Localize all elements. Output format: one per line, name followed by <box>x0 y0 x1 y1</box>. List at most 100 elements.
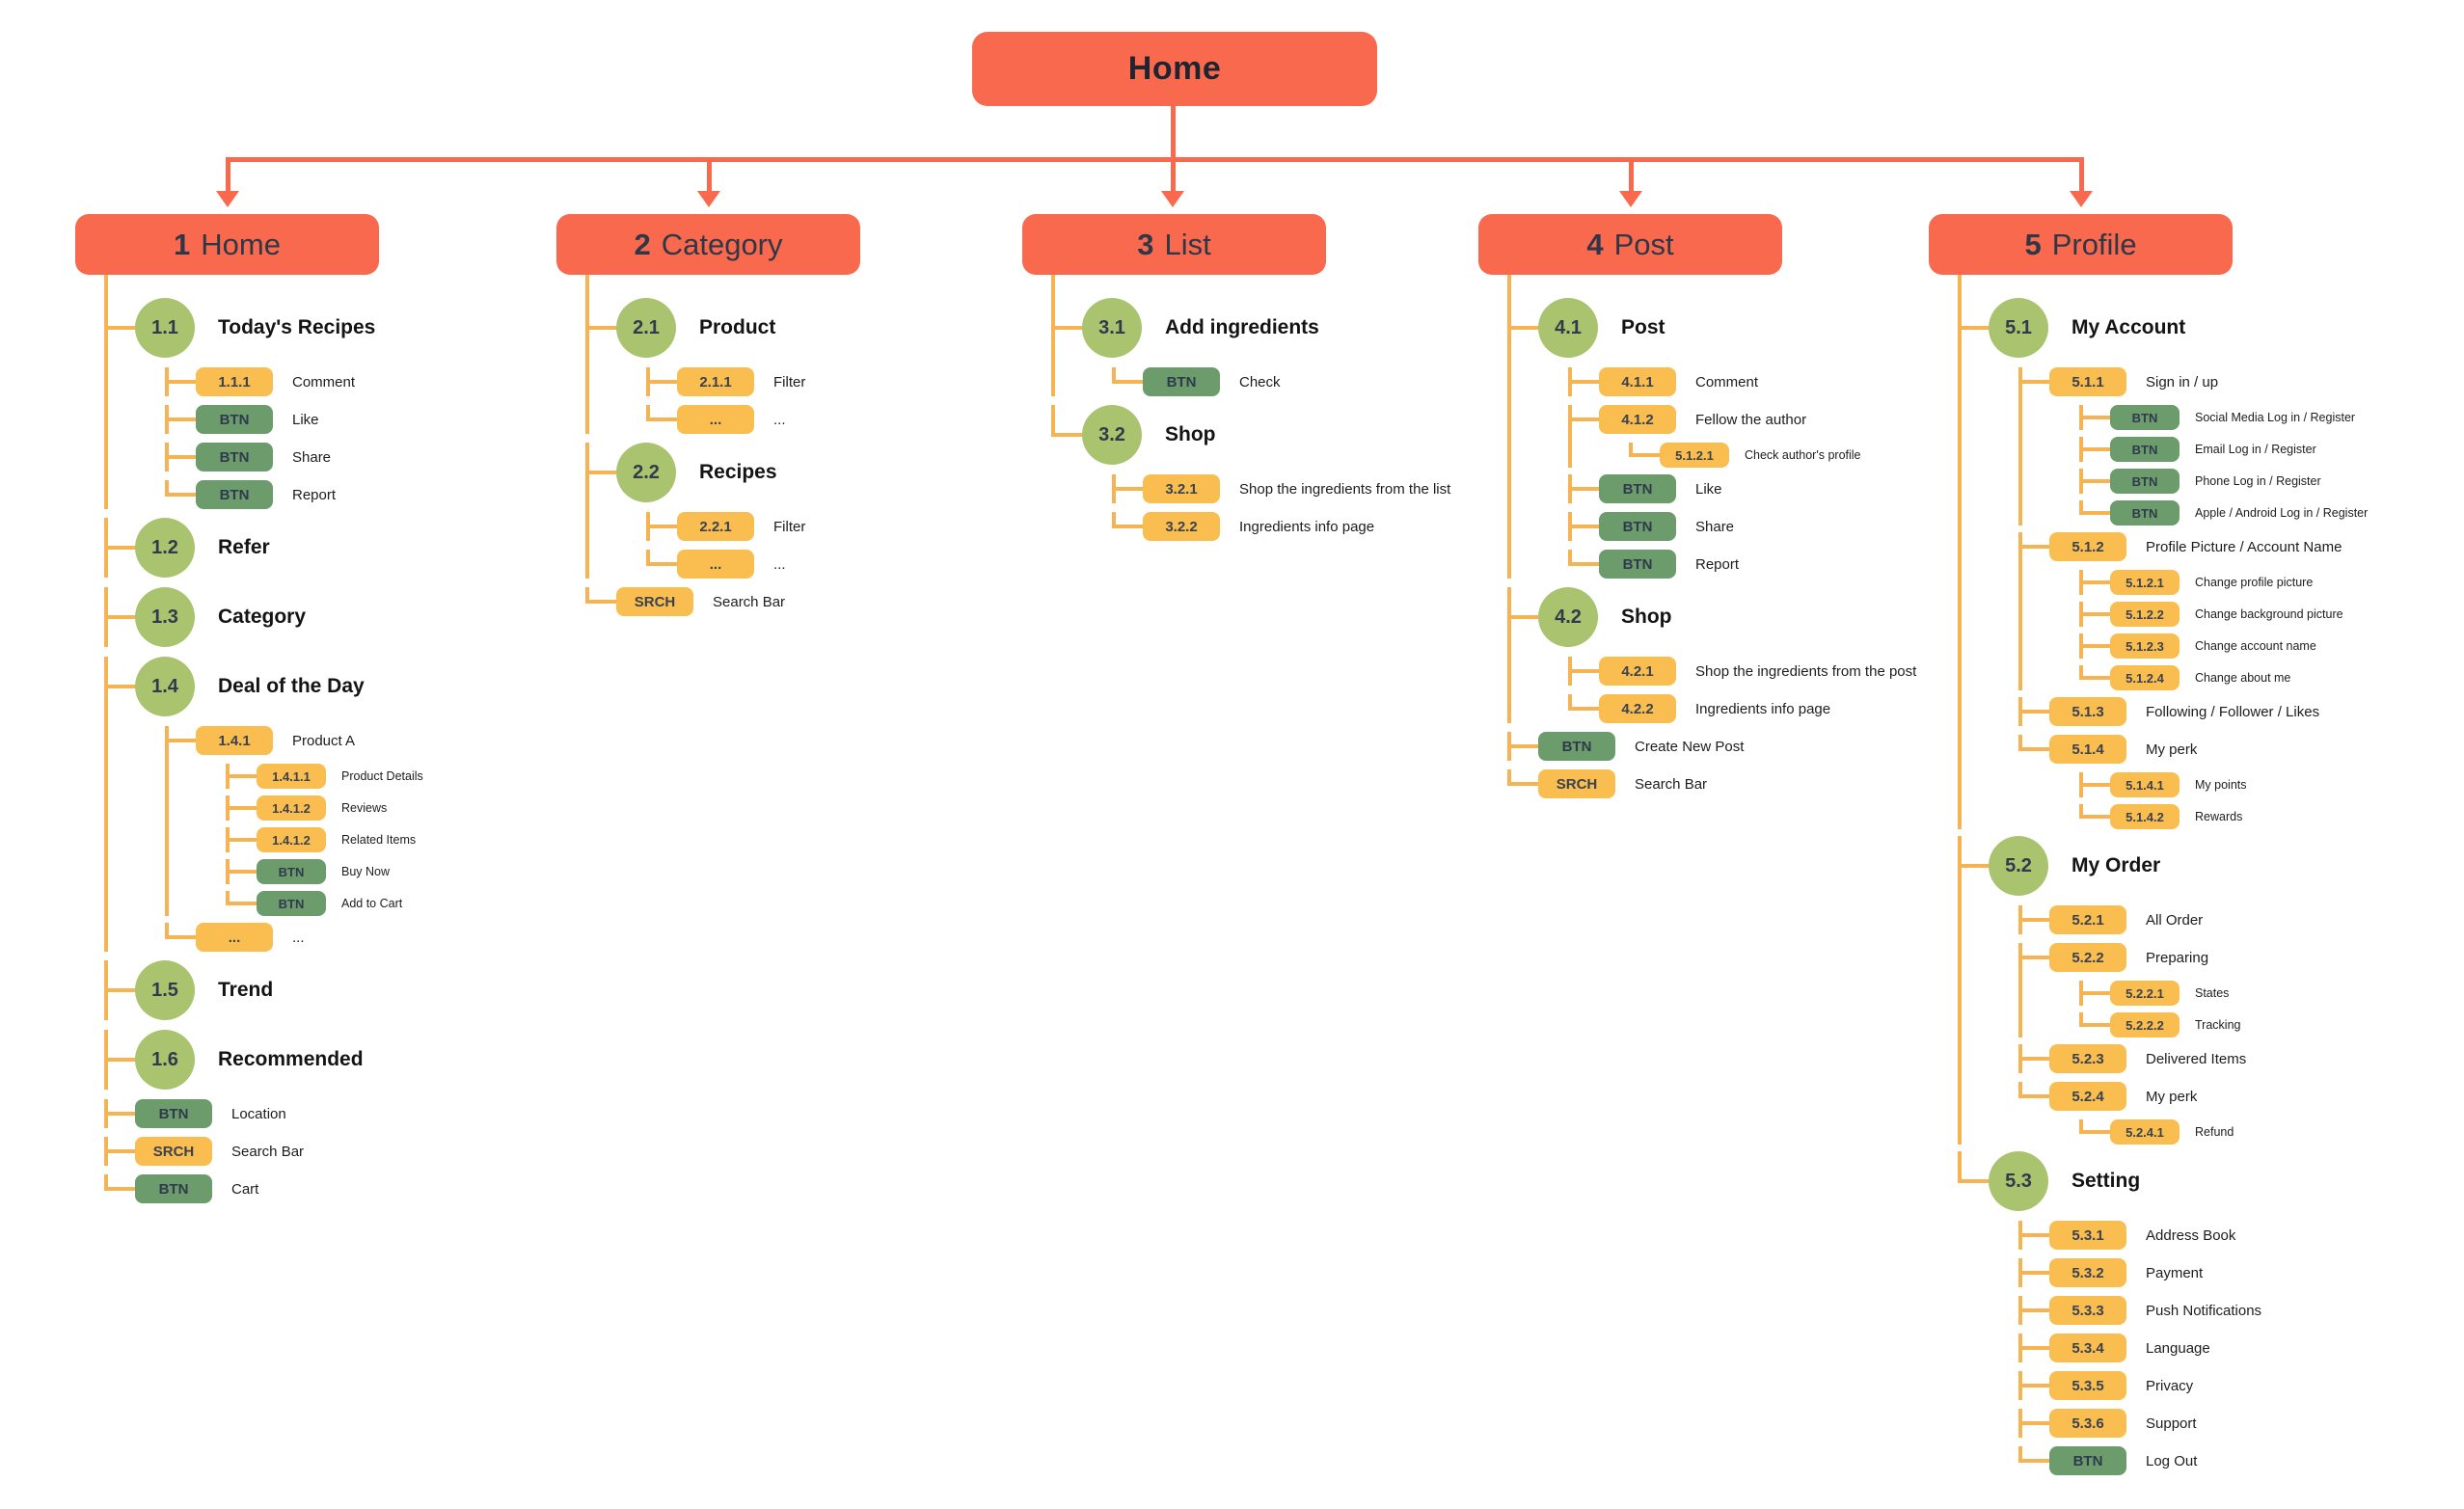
tree-node-label: ... <box>292 929 305 946</box>
tree-node-label: Add to Cart <box>341 897 403 910</box>
tree-node-label: Change profile picture <box>2195 576 2314 589</box>
tree-node-label: Today's Recipes <box>218 316 376 338</box>
page-id-badge: 5.1.2.1 <box>1660 443 1729 468</box>
connector-drop-category <box>707 157 712 193</box>
tree-node-label: Product <box>699 316 776 338</box>
section-number-badge: 5.1 <box>1989 298 2048 358</box>
tree-node-label: My Account <box>2071 316 2186 338</box>
branch-number: 4 <box>1586 227 1604 261</box>
tree-node-label: Deal of the Day <box>218 675 365 697</box>
button-badge: BTN <box>1143 367 1220 396</box>
page-id-badge: 5.1.1 <box>2049 367 2126 396</box>
tree-node-label: Category <box>218 606 307 628</box>
page-id-badge: 5.2.4 <box>2049 1082 2126 1111</box>
tree-node-label: Ingredients info page <box>1239 518 1375 535</box>
section-number-badge: 1.2 <box>135 518 195 578</box>
page-id-badge: 5.1.2.2 <box>2110 602 2180 627</box>
connector-drop-post <box>1629 157 1634 193</box>
tree-node-label: Shop the ingredients from the list <box>1239 480 1451 498</box>
tree-node-label: All Order <box>2146 911 2204 929</box>
tree-node-label: My perk <box>2146 741 2198 758</box>
page-id-badge: 5.1.4.2 <box>2110 804 2180 829</box>
tree-node-label: Change about me <box>2195 671 2291 685</box>
page-id-badge: 5.3.4 <box>2049 1334 2126 1362</box>
button-badge: BTN <box>2110 469 2180 494</box>
tree-node-label: Recommended <box>218 1048 364 1070</box>
button-badge: BTN <box>196 480 273 509</box>
button-badge: BTN <box>135 1099 212 1128</box>
tree-node-label: Cart <box>231 1180 259 1198</box>
tree-node-label: Email Log in / Register <box>2195 443 2316 456</box>
page-id-badge: 4.1.2 <box>1599 405 1676 434</box>
branch-title: Profile <box>2051 227 2137 261</box>
tree-node-...-...: ...... <box>646 550 1019 579</box>
button-badge: BTN <box>2110 500 2180 525</box>
button-badge: BTN <box>196 443 273 472</box>
page-id-badge: 5.1.2.4 <box>2110 665 2180 690</box>
page-id-badge: 5.1.3 <box>2049 697 2126 726</box>
tree-node-label: Filter <box>773 518 806 535</box>
tree-node-1.6: 1.6 Recommended <box>104 1030 538 1090</box>
tree-row: ...... <box>196 923 538 952</box>
connector-horizontal-line <box>226 157 2084 162</box>
tree-node-label: Fellow the author <box>1695 411 1807 428</box>
tree-node-label: My perk <box>2146 1088 2198 1105</box>
tree-node-label: Log Out <box>2146 1452 2198 1469</box>
connector-drop-home <box>226 157 230 193</box>
tree-node-label: Like <box>292 411 319 428</box>
tree-node-label: Refund <box>2195 1125 2234 1139</box>
page-id-badge: 2.2.1 <box>677 512 754 541</box>
tree-node-label: Rewards <box>2195 810 2243 823</box>
page-id-badge: 5.2.2.1 <box>2110 981 2180 1006</box>
section-number-badge: 1.6 <box>135 1030 195 1090</box>
branch-number: 2 <box>634 227 651 261</box>
tree-node-label: Social Media Log in / Register <box>2195 411 2356 424</box>
